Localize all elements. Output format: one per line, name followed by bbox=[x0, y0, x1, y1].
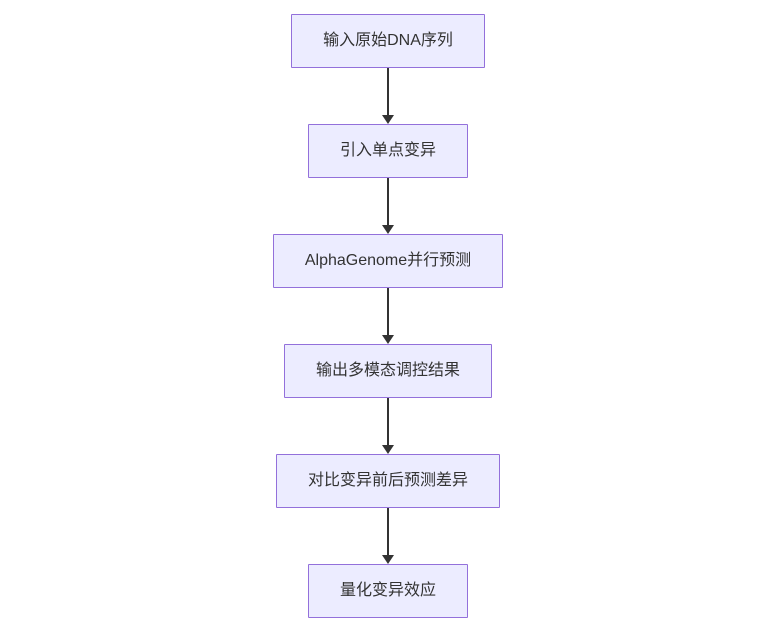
edge-line bbox=[387, 398, 389, 445]
flow-column: 输入原始DNA序列 引入单点变异 AlphaGenome并行预测 输出多模态调控… bbox=[4, 0, 768, 618]
flow-edge-1 bbox=[382, 68, 394, 124]
flow-node-compare-predictions: 对比变异前后预测差异 bbox=[275, 454, 500, 508]
flow-node-label: 引入单点变异 bbox=[339, 142, 436, 159]
flow-node-quantify-effect: 量化变异效应 bbox=[307, 564, 468, 618]
arrowhead-icon bbox=[382, 335, 394, 344]
arrowhead-icon bbox=[382, 445, 394, 454]
arrowhead-icon bbox=[382, 115, 394, 124]
edge-line bbox=[387, 288, 389, 335]
flow-node-single-point-mutation: 引入单点变异 bbox=[307, 124, 468, 178]
flow-node-label: 输入原始DNA序列 bbox=[323, 32, 453, 49]
flow-node-multimodal-output: 输出多模态调控结果 bbox=[283, 344, 492, 398]
flow-edge-5 bbox=[382, 508, 394, 564]
flow-node-label: AlphaGenome并行预测 bbox=[304, 252, 472, 269]
flow-node-input-dna: 输入原始DNA序列 bbox=[291, 14, 485, 68]
flow-edge-3 bbox=[382, 288, 394, 344]
flow-node-label: 输出多模态调控结果 bbox=[315, 362, 460, 379]
edge-line bbox=[387, 178, 389, 225]
flow-node-label: 对比变异前后预测差异 bbox=[307, 472, 468, 489]
flow-edge-4 bbox=[382, 398, 394, 454]
edge-line bbox=[387, 508, 389, 555]
flow-edge-2 bbox=[382, 178, 394, 234]
arrowhead-icon bbox=[382, 555, 394, 564]
flow-node-label: 量化变异效应 bbox=[339, 582, 436, 599]
edge-line bbox=[387, 68, 389, 115]
flow-node-alphagenome-prediction: AlphaGenome并行预测 bbox=[272, 234, 504, 288]
arrowhead-icon bbox=[382, 225, 394, 234]
